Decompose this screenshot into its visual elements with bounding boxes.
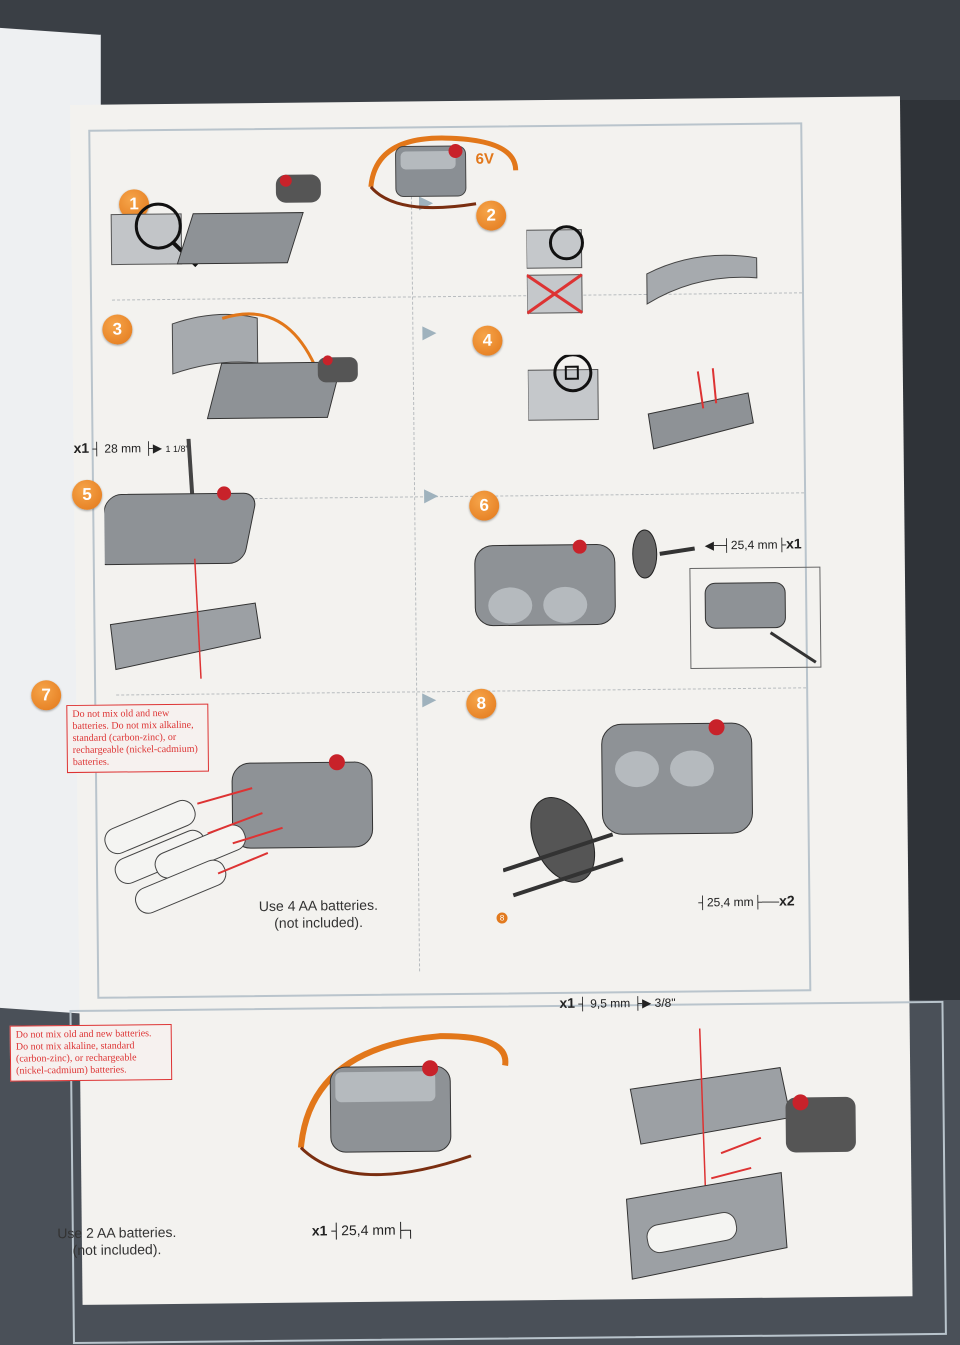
note-4-aa-batteries: Use 4 AA batteries.(not included). bbox=[258, 896, 379, 931]
step-3-illustration bbox=[171, 312, 358, 420]
step-8-illustration bbox=[502, 719, 753, 898]
battery-warning-box-lower: Do not mix old and new batteries. Do not… bbox=[9, 1023, 173, 1082]
flow-arrow-4 bbox=[422, 693, 437, 708]
step-8-measurement: ┤25,4 mm├──x2 bbox=[698, 892, 795, 910]
step-7-batteries-illustration bbox=[104, 754, 374, 914]
step-5-illustration bbox=[103, 438, 262, 679]
flow-arrow-3 bbox=[424, 489, 439, 504]
step-7-badge: 7 bbox=[31, 680, 62, 711]
step-6-illustration bbox=[474, 529, 822, 670]
step-4-badge: 4 bbox=[472, 325, 503, 356]
flow-arrow-2 bbox=[422, 326, 437, 341]
step-8-small-part-badge: 8 bbox=[496, 912, 508, 924]
step-4-illustration bbox=[527, 353, 754, 450]
step-5-badge: 5 bbox=[71, 479, 103, 510]
step-1-illustration bbox=[110, 174, 321, 268]
step-2-badge: 2 bbox=[476, 200, 507, 231]
bottom-assembly-illustration bbox=[625, 1028, 856, 1280]
bottom-screw-measurement: x1 ┤ 9,5 mm ├▶ 3/8" bbox=[559, 994, 676, 1011]
step-2-illustration bbox=[526, 225, 758, 315]
step-3-badge: 3 bbox=[102, 314, 133, 345]
battery-pack-2aa-illustration bbox=[297, 1033, 509, 1177]
note-2-aa-batteries: Use 2 AA batteries.(not included). bbox=[57, 1223, 177, 1259]
step-8-badge: 8 bbox=[466, 688, 497, 719]
instruction-page: 6V 1 2 3 4 5 6 7 8 bbox=[9, 96, 947, 1345]
bottom-long-measurement: x1 ┤25,4 mm├┐ bbox=[311, 1221, 416, 1239]
step-6-badge: 6 bbox=[469, 490, 500, 521]
battery-pack-6v-illustration: 6V bbox=[368, 135, 519, 210]
voltage-label: 6V bbox=[476, 151, 495, 168]
